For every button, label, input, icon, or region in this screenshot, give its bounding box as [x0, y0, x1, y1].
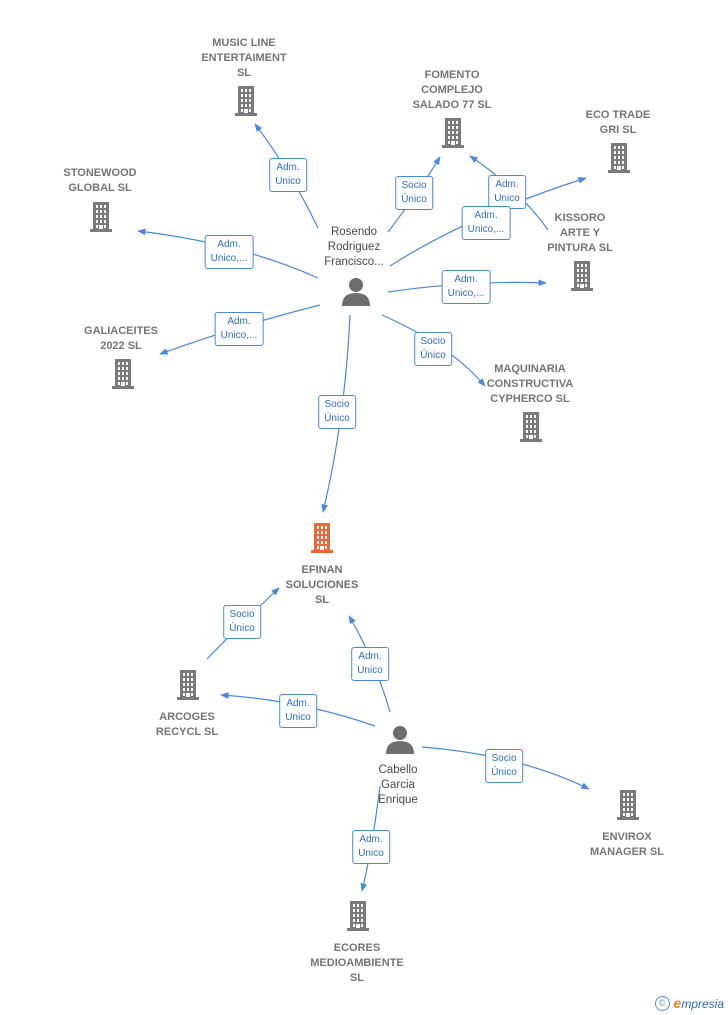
edge-label[interactable]: Adm.Unico,... [204, 235, 254, 269]
building-icon[interactable] [442, 118, 464, 148]
edge-label[interactable]: Adm.Unico,... [214, 312, 264, 346]
building-icon[interactable] [112, 359, 134, 389]
copyright-icon: © [654, 995, 670, 1011]
building-icon[interactable] [90, 202, 112, 232]
edge-label[interactable]: Adm.Unico [351, 647, 389, 681]
building-icon[interactable] [571, 261, 593, 291]
edge-label[interactable]: Adm.Unico [279, 694, 317, 728]
edge-label[interactable]: Adm.Unico,... [461, 206, 511, 240]
building-icon[interactable] [311, 523, 333, 553]
footer-brand: © empresia [654, 995, 724, 1011]
building-icon[interactable] [235, 86, 257, 116]
edge-label[interactable]: Adm.Unico,... [441, 270, 491, 304]
building-icon[interactable] [608, 143, 630, 173]
building-icon[interactable] [617, 790, 639, 820]
edge-label[interactable]: Adm.Unico [269, 158, 307, 192]
brand-logo[interactable]: empresia [673, 995, 724, 1011]
building-icon[interactable] [520, 412, 542, 442]
edge-label[interactable]: Adm.Unico [352, 830, 390, 864]
building-icon[interactable] [177, 670, 199, 700]
building-icon[interactable] [347, 901, 369, 931]
person-icon[interactable] [342, 278, 370, 306]
edge-label[interactable]: Adm.Unico [488, 175, 526, 209]
person-icon[interactable] [386, 726, 414, 754]
